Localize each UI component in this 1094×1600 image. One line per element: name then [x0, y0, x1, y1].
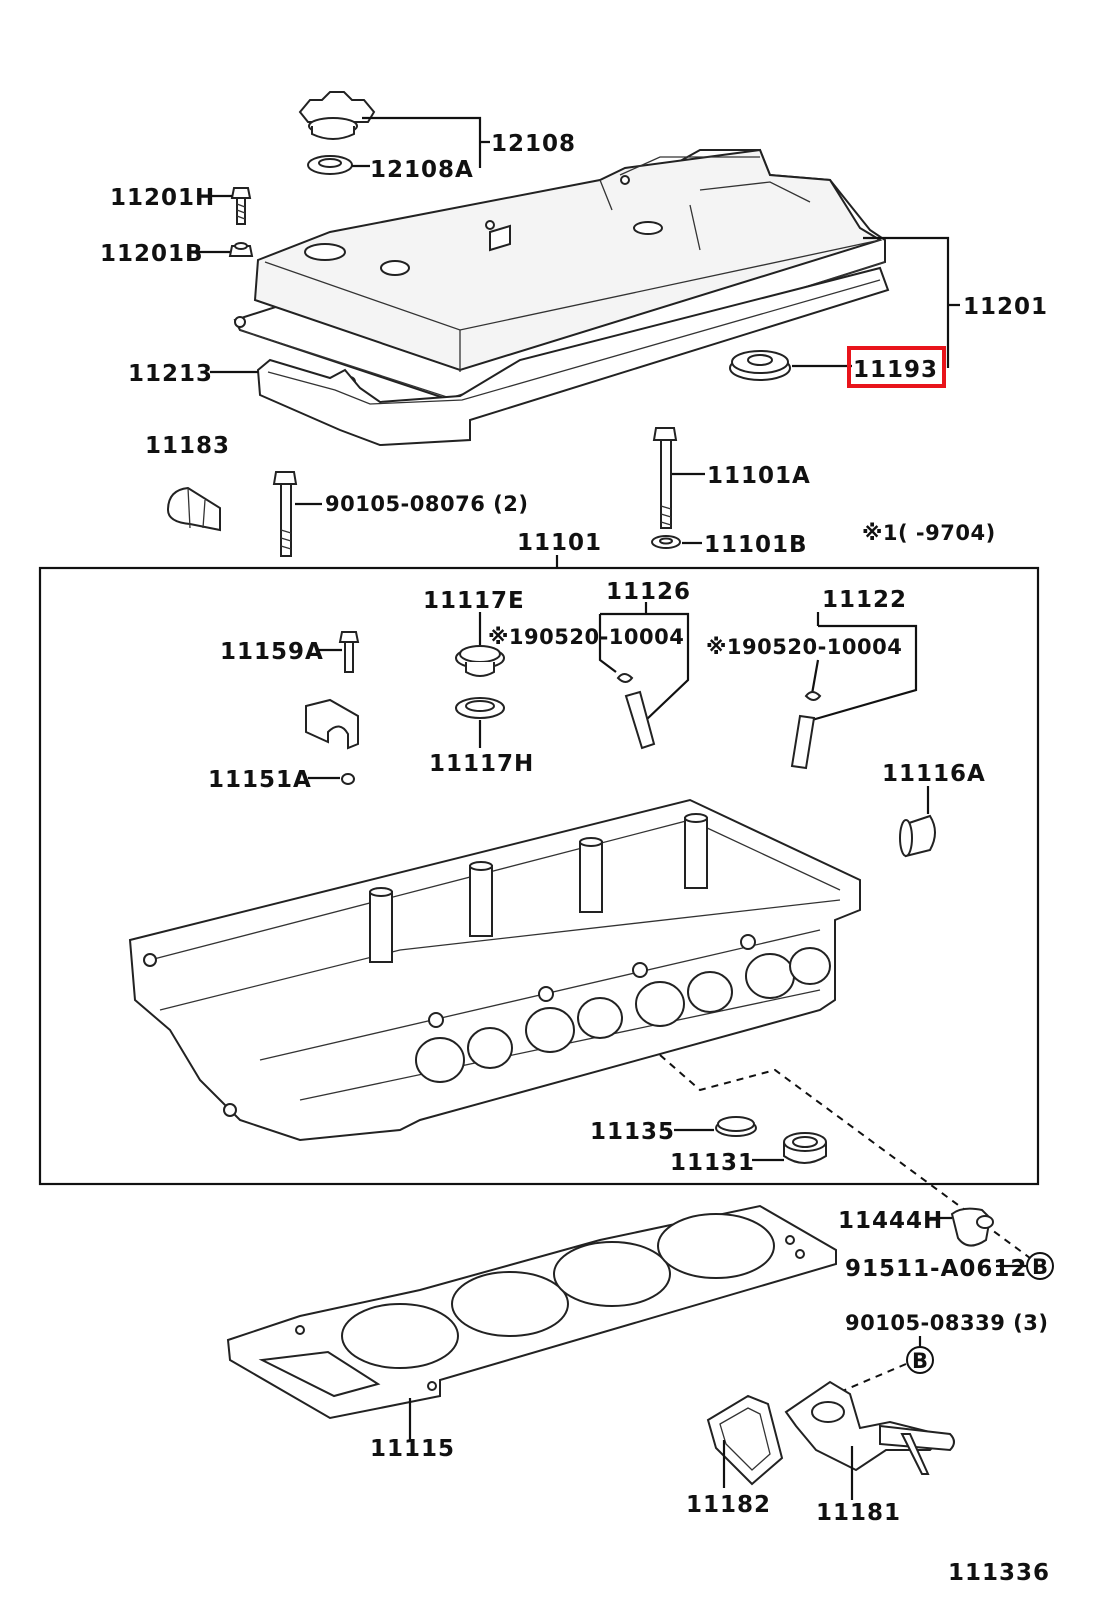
label-11193[interactable]: 11193 — [853, 357, 938, 383]
label-11116A: 11116A — [882, 761, 986, 787]
dowel-pin[interactable] — [341, 773, 355, 785]
label-11213: 11213 — [128, 361, 213, 387]
cover-bolt[interactable] — [230, 187, 252, 225]
label-11159A: 11159A — [220, 639, 324, 665]
cylinder-head[interactable] — [128, 798, 861, 1142]
label-190520-a: ※190520-10004 — [488, 625, 684, 649]
cylinder-head-plug[interactable] — [950, 1207, 994, 1247]
label-11115: 11115 — [370, 1436, 455, 1462]
callout-b-top-label: B — [1032, 1255, 1049, 1279]
label-11181: 11181 — [816, 1500, 901, 1526]
label-90105-08339: 90105-08339 (3) — [845, 1311, 1048, 1335]
label-91511-A0612: 91511-A0612 — [845, 1256, 1027, 1282]
label-90105-08076: 90105-08076 (2) — [325, 492, 528, 516]
cylinder-head-cover[interactable] — [233, 148, 886, 402]
label-11117H: 11117H — [429, 751, 534, 777]
label-11183: 11183 — [145, 433, 230, 459]
label-11201H: 11201H — [110, 185, 215, 211]
label-11135: 11135 — [590, 1119, 675, 1145]
water-outlet-gasket[interactable] — [706, 1394, 784, 1486]
label-11101: 11101 — [517, 530, 602, 556]
head-bolt-washer[interactable] — [651, 535, 681, 549]
oil-filler-gasket[interactable] — [307, 155, 353, 175]
water-outlet[interactable] — [784, 1380, 955, 1475]
label-11117E: 11117E — [423, 588, 525, 614]
note-9704: ※1( -9704) — [862, 521, 996, 545]
cylinder-head-gasket[interactable] — [226, 1204, 837, 1420]
callout-b-bottom — [906, 1346, 934, 1374]
intake-valve-guide[interactable] — [616, 673, 656, 750]
label-11122: 11122 — [822, 587, 907, 613]
label-11151A: 11151A — [208, 767, 312, 793]
head-cover-gasket[interactable] — [256, 266, 890, 447]
callout-b-top — [1026, 1252, 1054, 1280]
oil-filler-cap[interactable] — [298, 91, 376, 140]
semicircular-plug[interactable] — [166, 486, 221, 532]
plug-gasket[interactable] — [455, 697, 505, 719]
valve-seat-insert[interactable] — [783, 1132, 827, 1164]
label-11101B: 11101B — [704, 532, 808, 558]
callout-b-bottom-label: B — [912, 1349, 929, 1373]
cam-bearing-cap[interactable] — [305, 698, 359, 750]
head-bolt-long[interactable] — [652, 427, 678, 529]
cover-nut[interactable] — [228, 242, 254, 257]
exhaust-valve-guide[interactable] — [790, 691, 822, 770]
label-190520-b: ※190520-10004 — [706, 635, 902, 659]
label-11126: 11126 — [606, 579, 691, 605]
cam-bearing-cap-bolt[interactable] — [338, 631, 360, 673]
highlight-box — [847, 346, 946, 388]
plug-with-head[interactable] — [455, 612, 505, 677]
label-11444H: 11444H — [838, 1208, 943, 1234]
label-11131: 11131 — [670, 1150, 755, 1176]
diagram-id: 111336 — [948, 1560, 1050, 1586]
valve-seat-ring[interactable] — [715, 1116, 757, 1137]
tight-plug[interactable] — [899, 814, 936, 858]
subassembly-frame — [38, 566, 1040, 1186]
head-bolt-short[interactable] — [272, 471, 298, 557]
label-11182: 11182 — [686, 1492, 771, 1518]
label-12108: 12108 — [491, 131, 576, 157]
label-11101A: 11101A — [707, 463, 811, 489]
label-11201B: 11201B — [100, 241, 204, 267]
label-11201: 11201 — [963, 294, 1048, 320]
label-12108A: 12108A — [370, 157, 474, 183]
spark-plug-tube-gasket[interactable] — [729, 350, 791, 381]
